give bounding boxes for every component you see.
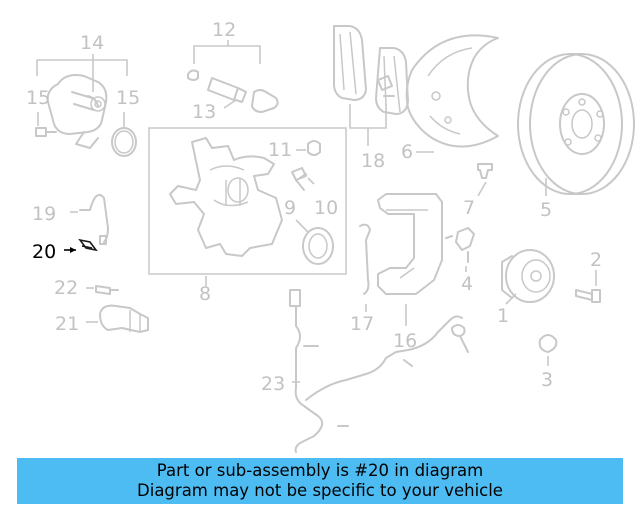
callout-10: 10 — [314, 197, 338, 219]
callout-13: 13 — [192, 101, 216, 123]
wheel-hub-part — [445, 227, 601, 366]
callout-15-right: 15 — [116, 87, 140, 109]
callout-4: 4 — [461, 273, 473, 295]
callout-15-left: 15 — [26, 87, 50, 109]
callout-12: 12 — [212, 19, 236, 41]
dust-shield-part — [405, 34, 499, 153]
callout-22: 22 — [54, 277, 78, 299]
callout-7: 7 — [463, 197, 475, 219]
callout-20: 20 — [32, 241, 56, 263]
wear-sensor-part — [86, 285, 149, 333]
callout-2: 2 — [590, 249, 602, 271]
brake-rotor-part — [517, 53, 635, 196]
callout-16: 16 — [393, 330, 417, 352]
callout-9: 9 — [284, 197, 296, 219]
callout-labels: 14 15 15 12 13 18 6 5 7 11 9 10 8 2 4 1 … — [26, 19, 602, 395]
callout-19: 19 — [32, 203, 56, 225]
caliper-assembly-part — [148, 127, 347, 286]
guide-pin-part — [187, 40, 279, 113]
callout-17: 17 — [350, 313, 374, 335]
hose-clip-icon — [64, 238, 98, 253]
banner-line-1: Part or sub-assembly is #20 in diagram — [156, 461, 484, 480]
callout-6: 6 — [401, 141, 413, 163]
callout-5: 5 — [540, 199, 552, 221]
info-banner: Part or sub-assembly is #20 in diagram D… — [17, 458, 623, 504]
callout-14: 14 — [80, 32, 104, 54]
brake-hose-part — [70, 194, 109, 245]
callout-11: 11 — [268, 139, 292, 161]
caliper-hardware-part — [291, 140, 334, 265]
actuator-motor-part — [35, 54, 137, 157]
banner-line-2: Diagram may not be specific to your vehi… — [137, 481, 503, 500]
rotor-bolt-part — [477, 163, 493, 197]
callout-23: 23 — [261, 373, 285, 395]
brake-pads-part — [333, 25, 409, 146]
caliper-carrier-part — [359, 193, 443, 326]
callout-3: 3 — [541, 369, 553, 391]
abs-sensor-harness-part — [289, 289, 469, 453]
callout-18: 18 — [361, 150, 385, 172]
callout-8: 8 — [199, 283, 211, 305]
callout-1: 1 — [497, 305, 509, 327]
callout-21: 21 — [55, 313, 79, 335]
